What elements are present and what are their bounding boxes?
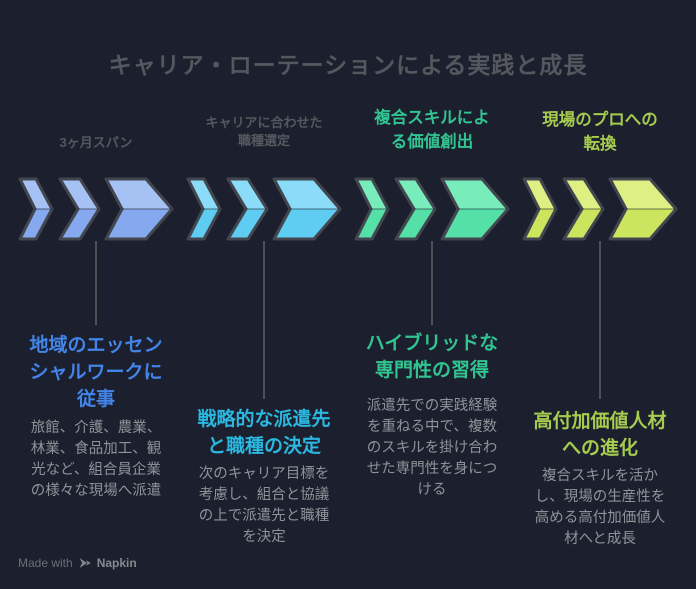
stage-label-1: 3ヶ月スパン [59, 135, 133, 150]
connector-line [431, 241, 433, 325]
stage-label-4: 現場のプロへの 転換 [542, 111, 658, 153]
connector-line [263, 241, 265, 399]
page-title: キャリア・ローテーションによる実践と成長 [108, 52, 588, 78]
napkin-logo-icon [79, 558, 91, 568]
chevron-arrows-icon [354, 177, 510, 241]
made-with-label: Made with [18, 556, 73, 570]
connector-line [95, 241, 97, 325]
stage-body-1: 旅館、介護、農業、 林業、食品加工、観 光など、組合員企業 の様々な現場へ派遣 [30, 420, 162, 499]
stage-heading-4: 高付加価値人材 への進化 [533, 411, 667, 459]
napkin-brand-label: Napkin [96, 556, 137, 570]
connector-line [599, 241, 601, 399]
stage-label-2: キャリアに合わせた 職種選定 [205, 115, 323, 148]
stage-heading-2: 戦略的な派遣先 と職種の決定 [197, 409, 331, 457]
stage-body-3: 派遣先での実践経験 を重ねる中で、複数 のスキルを掛け合わ せた専門性を身につ … [366, 398, 498, 498]
chevron-arrows-icon [186, 177, 342, 241]
stage-heading-3: ハイブリッドな 専門性の習得 [365, 333, 499, 381]
stage-body-2: 次のキャリア目標を 考慮し、組合と協議 の上で派遣先と職種 を決定 [198, 466, 330, 545]
made-with-napkin-badge[interactable]: Made with Napkin [18, 556, 137, 570]
stage-body-4: 複合スキルを活か し、現場の生産性を 高める高付加価値人 材へと成長 [534, 468, 666, 547]
stage-heading-1: 地域のエッセン シャルワークに 従事 [29, 335, 163, 410]
chevron-arrows-icon [18, 177, 174, 241]
chevron-arrows-icon [522, 177, 678, 241]
stage-label-3: 複合スキルによ る価値創出 [374, 109, 490, 151]
